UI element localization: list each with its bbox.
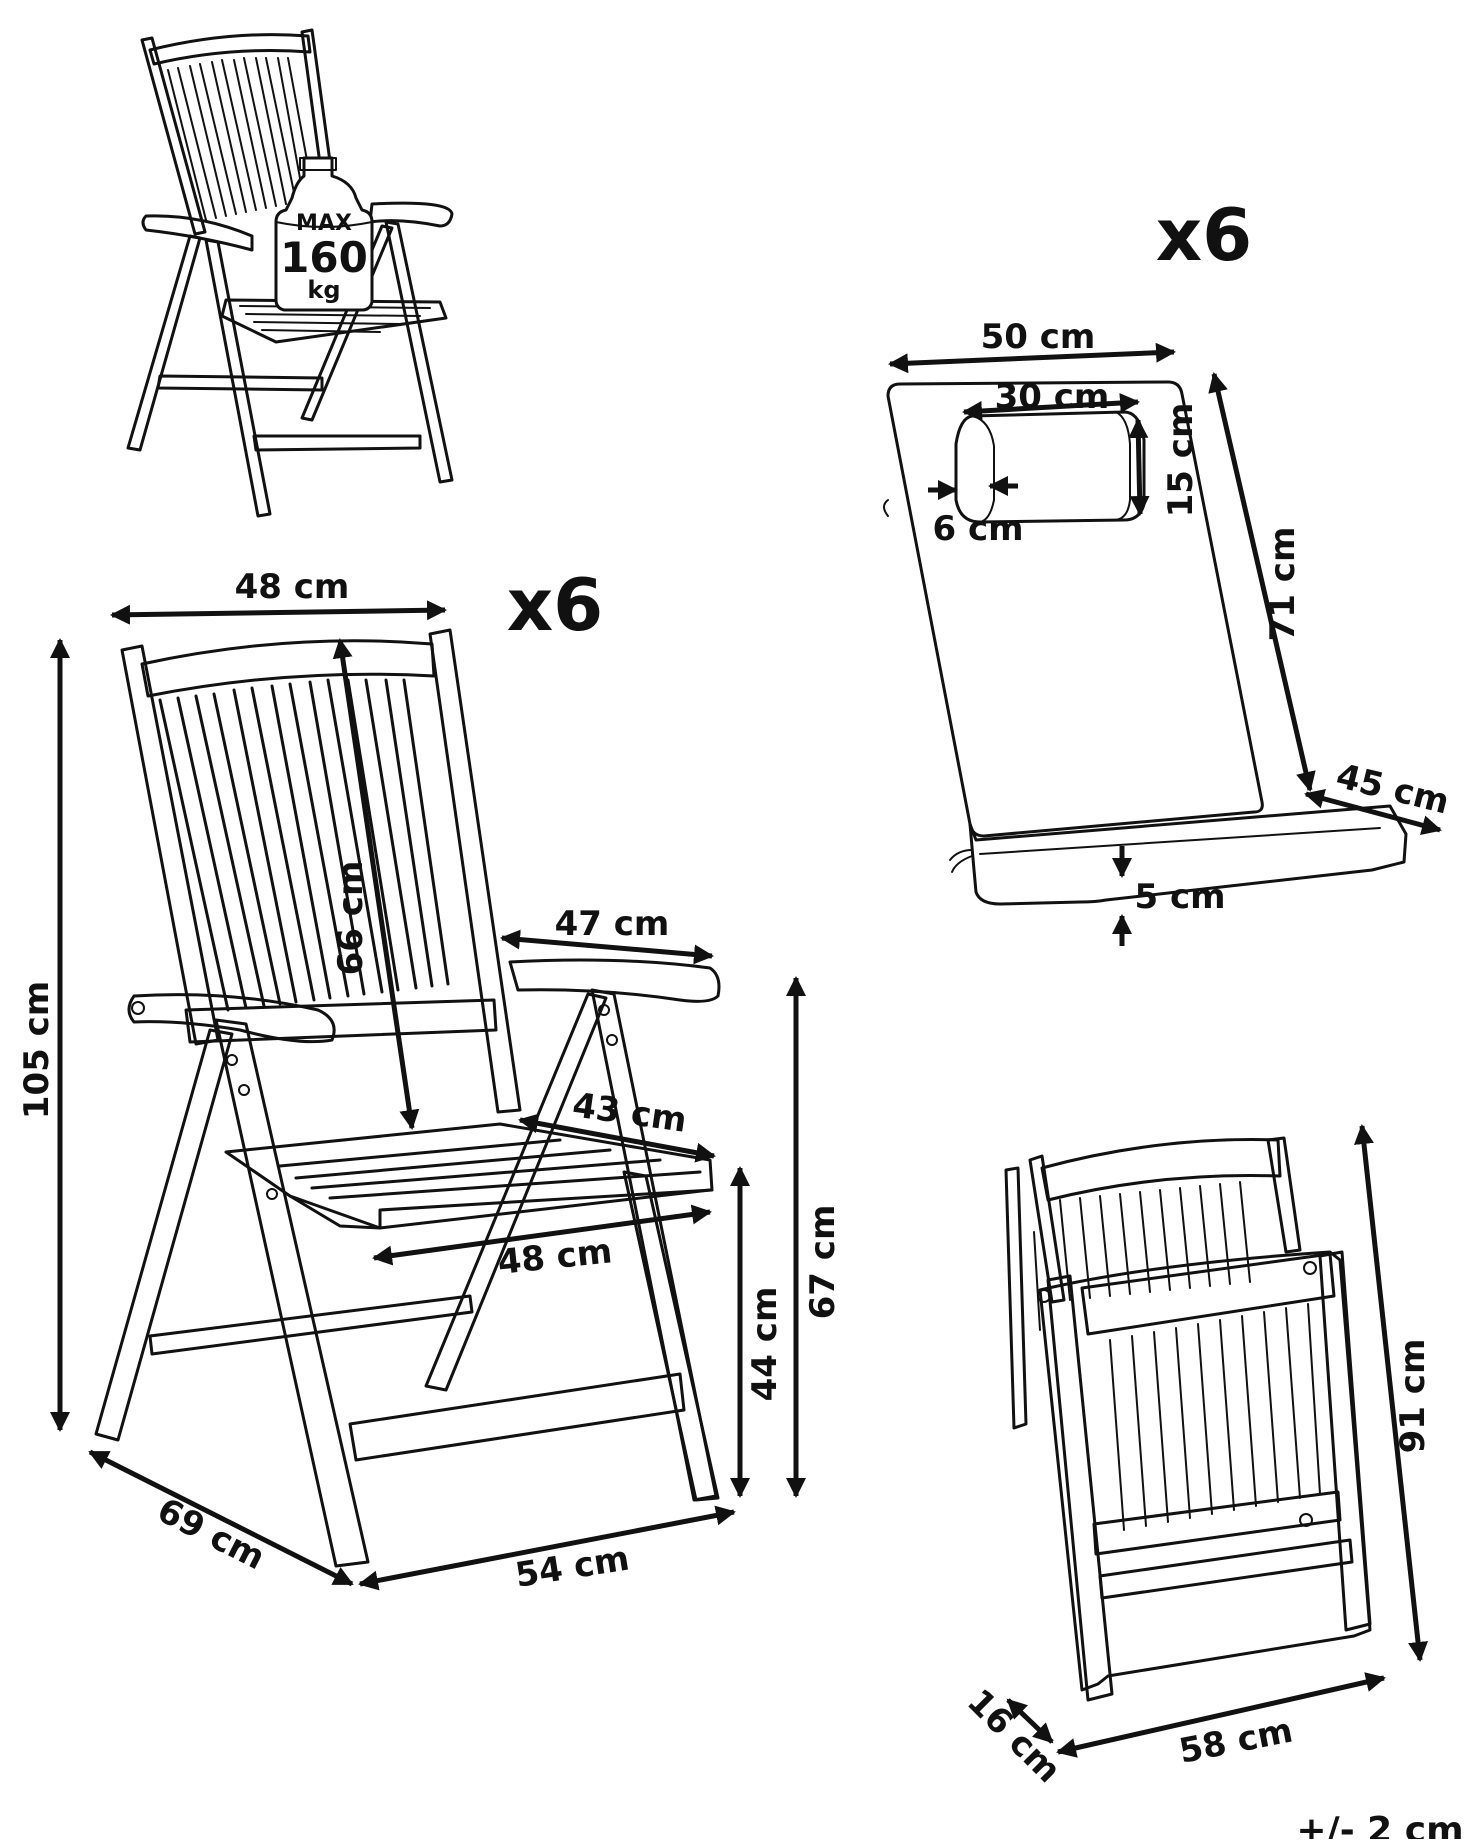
- dim-chair-depth: 69 cm: [151, 1490, 271, 1578]
- cushion-dimensions: 50 cm 30 cm 15 cm 6 cm 71 cm 45 cm 5 cm: [888, 317, 1453, 946]
- dim-armrest: 47 cm: [555, 904, 670, 944]
- dim-cushion-width: 50 cm: [981, 317, 1096, 357]
- cushion-illustration: [883, 380, 1408, 906]
- folded-chair-dimensions: 91 cm 16 cm 58 cm: [959, 1124, 1433, 1791]
- folded-chair-illustration: [1004, 1136, 1372, 1702]
- main-chair-dimensions: 48 cm 105 cm 66 cm 47 cm 43 cm 48 cm 44 …: [17, 567, 843, 1596]
- multiplier-cushion: x6: [1156, 193, 1253, 277]
- weight-max-label: MAX: [296, 211, 352, 236]
- dim-seat-height: 44 cm: [745, 1287, 785, 1402]
- dim-chair-width-top: 48 cm: [235, 567, 350, 607]
- dim-folded-height: 91 cm: [1393, 1339, 1433, 1454]
- weight-unit: kg: [307, 276, 340, 304]
- dim-arm-height: 67 cm: [803, 1205, 843, 1320]
- dim-pillow-width: 30 cm: [995, 377, 1110, 417]
- weight-limit-badge: MAX 160 kg: [274, 156, 374, 312]
- dim-pillow-depth: 6 cm: [932, 509, 1023, 549]
- dim-backrest: 66 cm: [331, 861, 371, 976]
- multiplier-chair: x6: [507, 563, 604, 647]
- tolerance-note: +/- 2 cm: [1296, 1810, 1463, 1839]
- dim-cushion-thickness: 5 cm: [1134, 877, 1225, 917]
- dim-chair-height-total: 105 cm: [17, 981, 57, 1119]
- dim-folded-thickness: 16 cm: [959, 1682, 1068, 1791]
- dim-chair-width-base: 54 cm: [512, 1538, 632, 1595]
- weight-value: 160: [280, 233, 368, 282]
- small-chair-illustration: [126, 28, 454, 518]
- dim-back-length: 71 cm: [1263, 527, 1303, 642]
- dim-pillow-height: 15 cm: [1161, 403, 1201, 518]
